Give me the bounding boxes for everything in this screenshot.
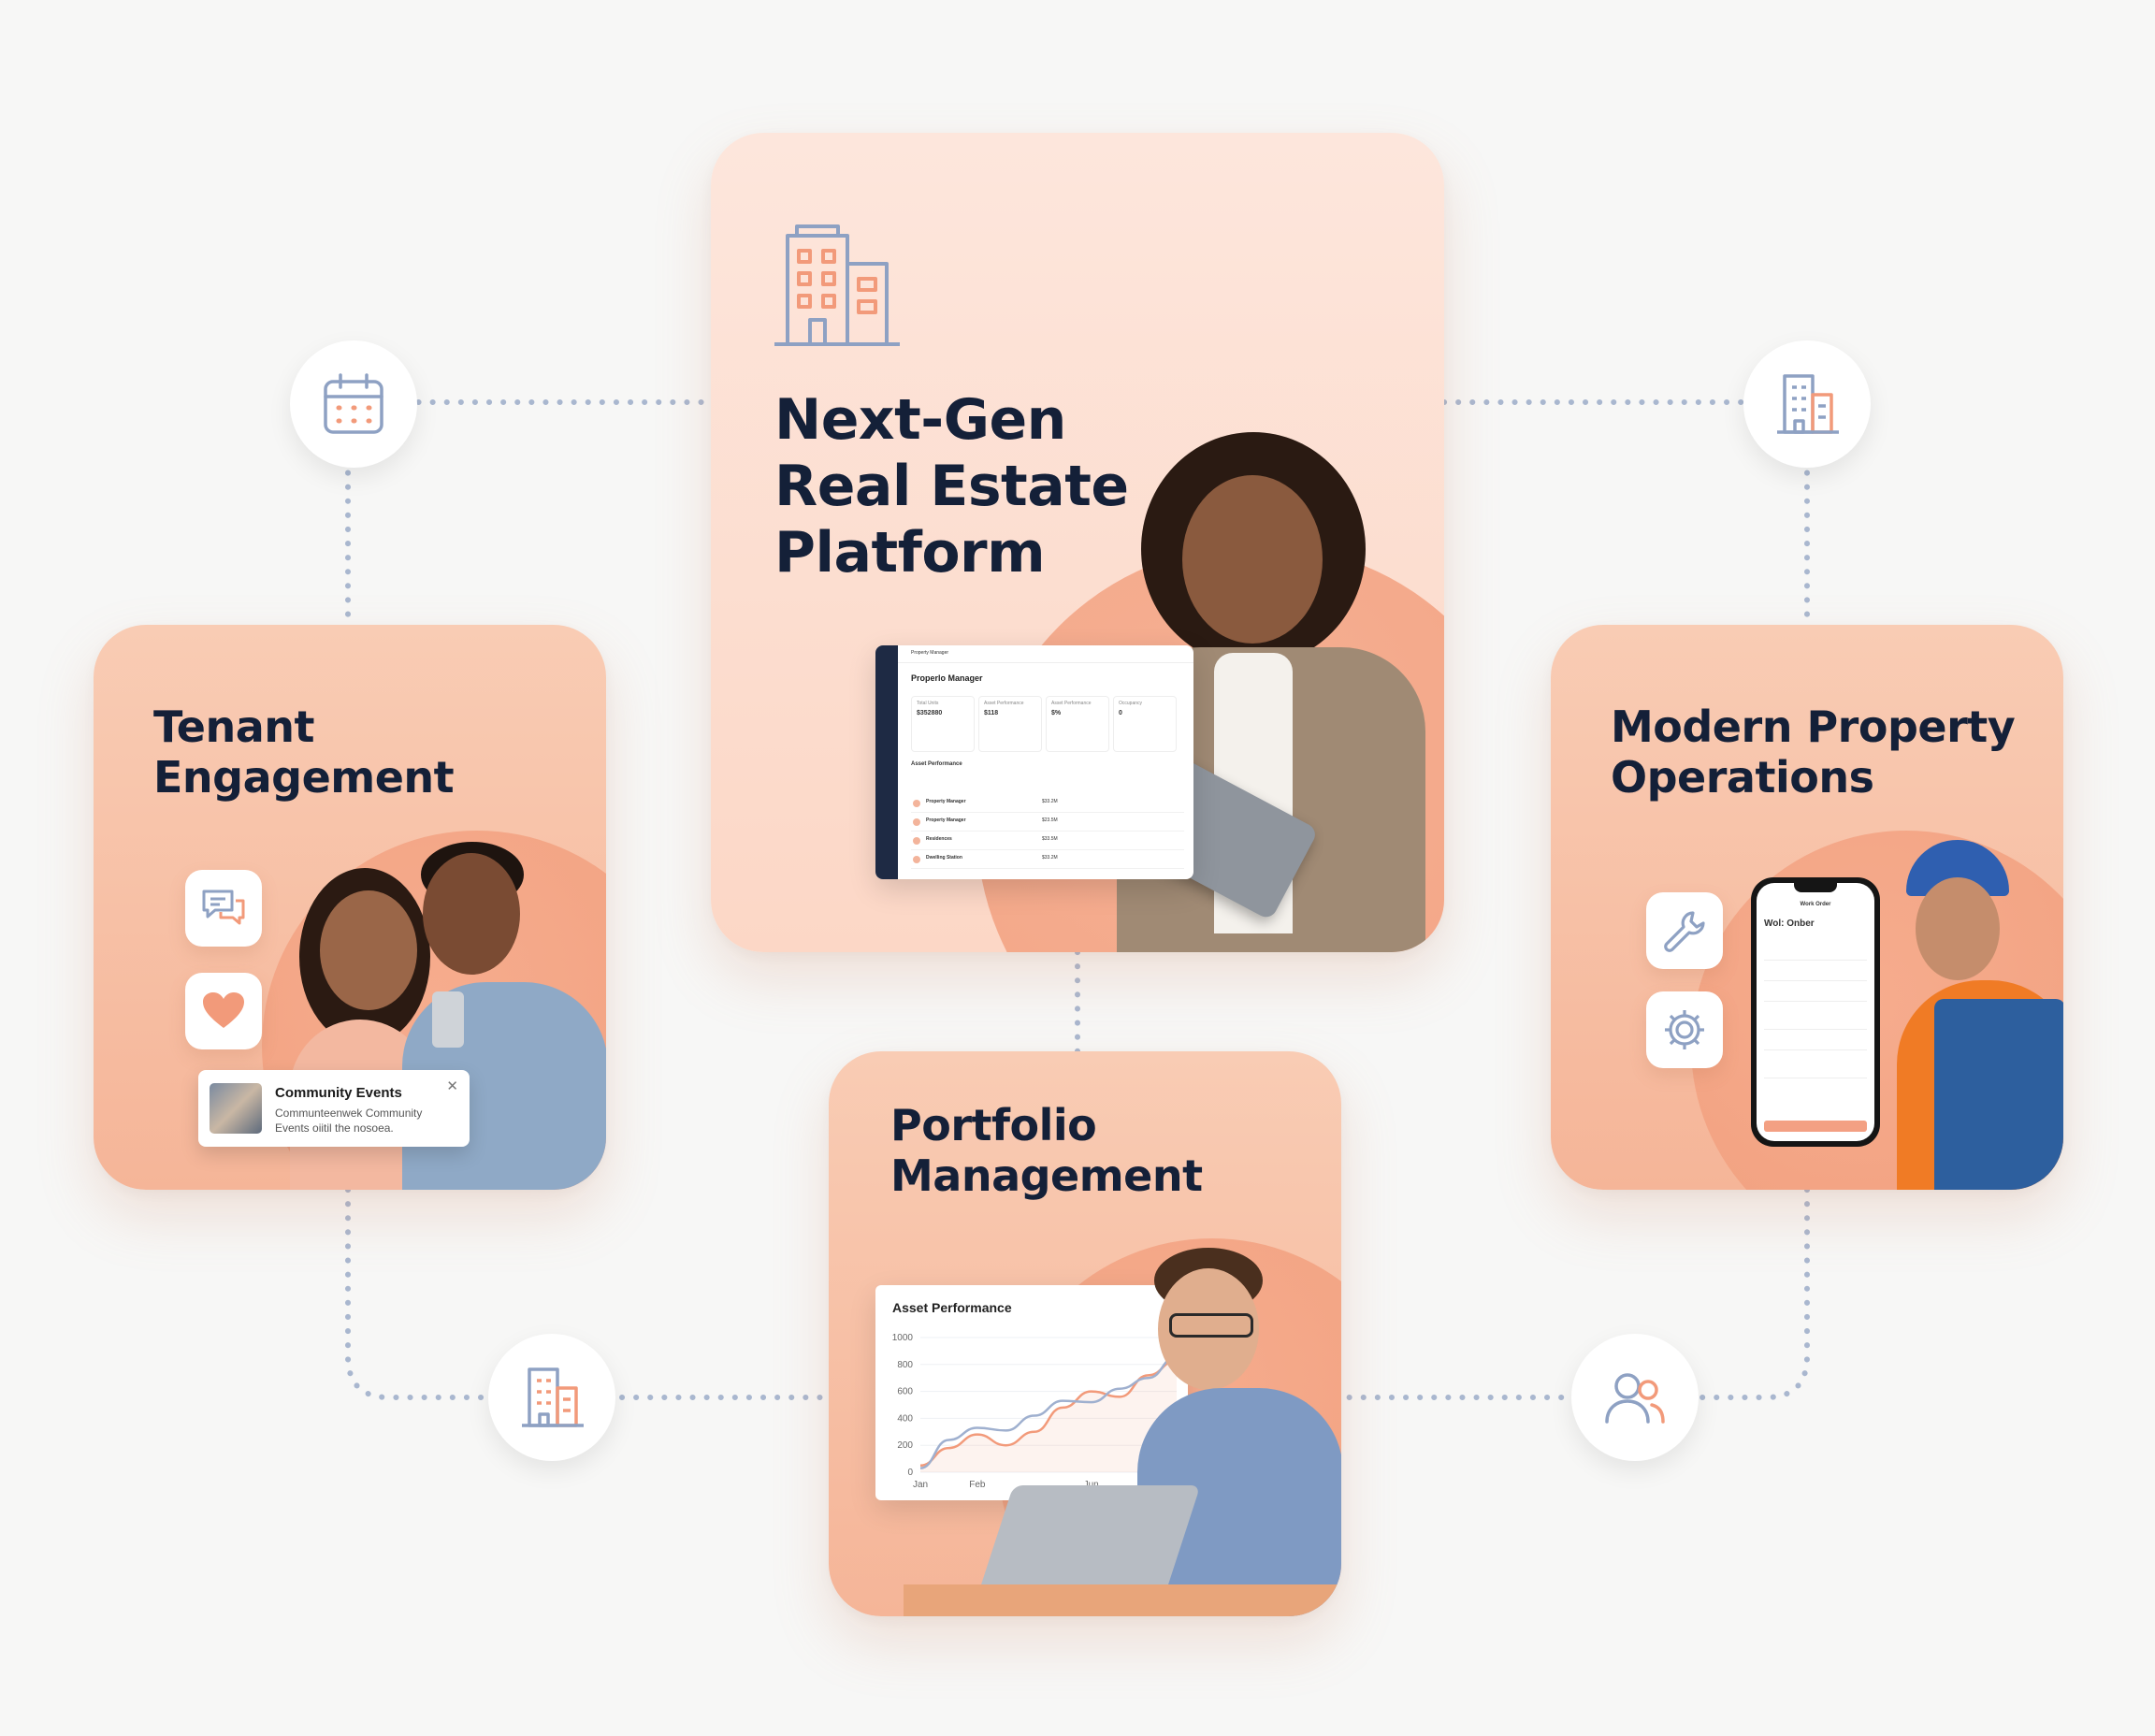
property-operations-card: Modern Property Operations Work Order Wo…: [1551, 625, 2063, 1190]
x-tick-label: Jan: [913, 1480, 928, 1490]
property-dashboard: Property Manager Properlo Manager Total …: [875, 645, 1193, 879]
calendar-node: [290, 340, 417, 468]
gear-icon: [1665, 1010, 1704, 1049]
y-tick-label: 1000: [892, 1333, 914, 1343]
y-tick-label: 0: [907, 1468, 913, 1478]
tenant-engagement-card: Tenant Engagement Community Events Commu…: [94, 625, 606, 1190]
community-events-notification: Community Events Communteenwek Community…: [198, 1070, 470, 1147]
series-line: [919, 1354, 1178, 1469]
dashboard-topbar: Property Manager: [898, 645, 1193, 663]
series-line: [919, 1359, 1178, 1468]
table-row: Property Manager$33.2M: [911, 795, 1184, 813]
chat-chip: [185, 870, 262, 947]
building-icon: [774, 224, 900, 346]
dashboard-header: Property Manager: [911, 650, 949, 656]
technician: [1869, 840, 2063, 1190]
table-row: Property Manager$23.5M: [911, 814, 1184, 832]
stat-card: Total Units$352880: [911, 696, 975, 752]
building-icon: [522, 1367, 584, 1427]
heart-icon: [203, 992, 244, 1028]
building-icon: [1777, 374, 1839, 434]
operations-title: Modern Property Operations: [1611, 702, 2016, 803]
y-tick-label: 800: [897, 1360, 913, 1370]
phone-header: Work Order: [1800, 902, 1831, 907]
stat-card: Asset Performance$118: [978, 696, 1042, 752]
y-tick-label: 400: [897, 1413, 913, 1424]
desk: [904, 1584, 1341, 1616]
wrench-chip: [1646, 892, 1723, 969]
calendar-icon: [324, 373, 383, 434]
users-node: [1571, 1334, 1699, 1461]
portfolio-management-card: Portfolio Management Asset Performance 0…: [829, 1051, 1341, 1616]
building-node-bottom-left: [488, 1334, 615, 1461]
gear-chip: [1646, 991, 1723, 1068]
phone-title: Wol: Onber: [1764, 919, 1815, 929]
series-area: [920, 1360, 1177, 1472]
event-thumbnail: [210, 1083, 262, 1134]
table-row: Residences$33.5M: [911, 832, 1184, 850]
dashboard-title: Properlo Manager: [911, 673, 983, 683]
heart-chip: [185, 973, 262, 1049]
users-icon: [1605, 1373, 1665, 1424]
woman-with-tablet: [1094, 432, 1444, 952]
hero-card: Next-Gen Real Estate Platform Property M…: [711, 133, 1444, 952]
portfolio-title: Portfolio Management: [890, 1100, 1203, 1202]
y-tick-label: 200: [897, 1440, 913, 1451]
y-tick-label: 600: [897, 1387, 913, 1397]
phone-screen: Work Order Wol: Onber: [1757, 883, 1874, 1141]
table-row: Dwelling Station$33.2M: [911, 851, 1184, 869]
laptop: [976, 1485, 1201, 1598]
notification-body: Communteenwek Community Events oiitil th…: [275, 1107, 423, 1136]
chat-icon: [202, 890, 245, 925]
hero-title: Next-Gen Real Estate Platform: [774, 387, 1129, 586]
work-order-phone: Work Order Wol: Onber: [1751, 877, 1880, 1147]
chart-title: Asset Performance: [892, 1300, 1012, 1315]
wrench-icon: [1664, 911, 1705, 952]
building-node-top-right: [1743, 340, 1871, 468]
dashboard-section-title: Asset Performance: [911, 761, 962, 767]
close-icon[interactable]: ✕: [446, 1078, 458, 1094]
x-tick-label: Jun: [1084, 1480, 1099, 1490]
notification-title: Community Events: [275, 1085, 402, 1101]
tenant-title: Tenant Engagement: [153, 702, 455, 803]
stat-card: Asset Performance$%: [1046, 696, 1109, 752]
dashboard-sidebar: [875, 645, 898, 879]
phone-submit-button[interactable]: [1764, 1121, 1867, 1132]
x-tick-label: Feb: [969, 1480, 986, 1490]
